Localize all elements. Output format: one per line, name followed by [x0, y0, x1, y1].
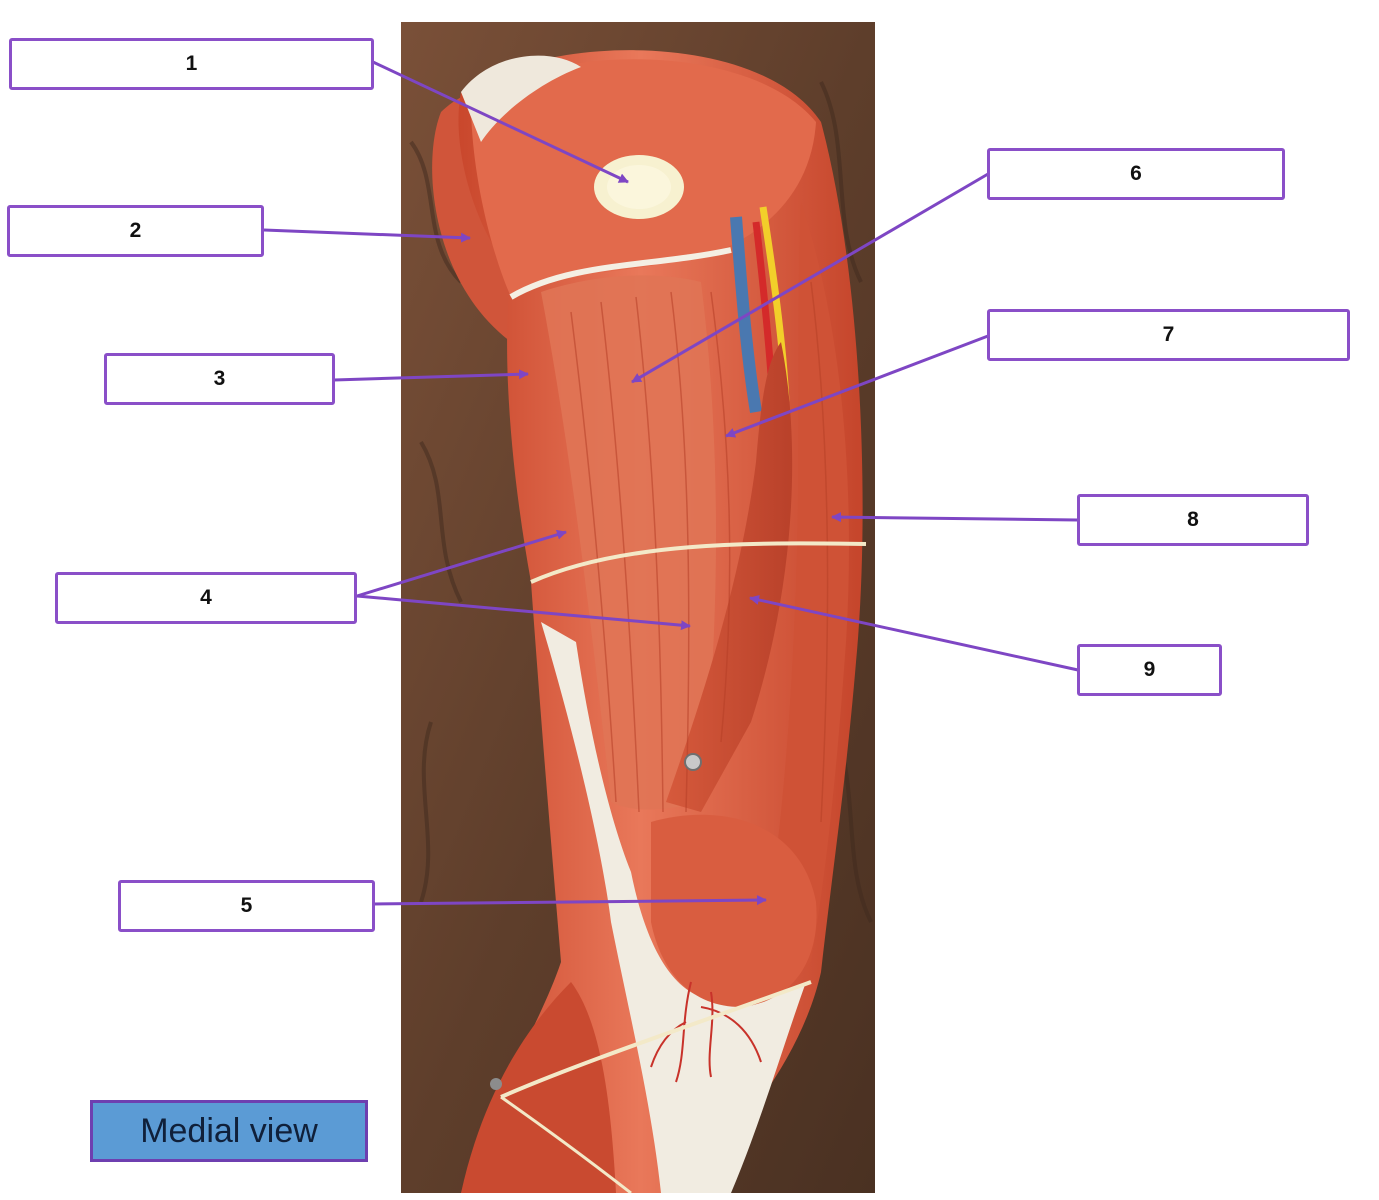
label-number: 1 [185, 52, 198, 75]
label-box-7[interactable]: 7 [987, 309, 1350, 361]
label-number: 6 [1130, 162, 1142, 185]
label-number: 2 [129, 219, 142, 242]
label-number: 8 [1187, 508, 1199, 531]
label-box-6[interactable]: 6 [987, 148, 1285, 200]
view-tag-text: Medial view [140, 1111, 318, 1150]
vastus-medialis [651, 814, 817, 1007]
label-box-1[interactable]: 1 [9, 38, 374, 90]
label-box-2[interactable]: 2 [7, 205, 264, 257]
tendon-lower [541, 622, 806, 1193]
label-number: 9 [1143, 658, 1156, 681]
medial-muscle-belly [541, 275, 716, 810]
label-box-8[interactable]: 8 [1077, 494, 1309, 546]
metal-pin [684, 753, 702, 771]
label-number: 3 [213, 367, 226, 390]
label-number: 4 [200, 586, 212, 609]
label-box-4[interactable]: 4 [55, 572, 357, 624]
label-box-5[interactable]: 5 [118, 880, 375, 932]
thigh-muscle-photo [401, 22, 875, 1193]
label-box-3[interactable]: 3 [104, 353, 335, 405]
label-number: 7 [1162, 323, 1175, 346]
label-box-9[interactable]: 9 [1077, 644, 1222, 696]
label-number: 5 [240, 894, 253, 917]
rubber-band-lower [500, 980, 812, 1099]
rubber-band-upper [530, 541, 867, 584]
view-tag: Medial view [90, 1100, 368, 1162]
sartorius-strap [666, 342, 793, 812]
lower-leg-muscle [461, 982, 616, 1193]
